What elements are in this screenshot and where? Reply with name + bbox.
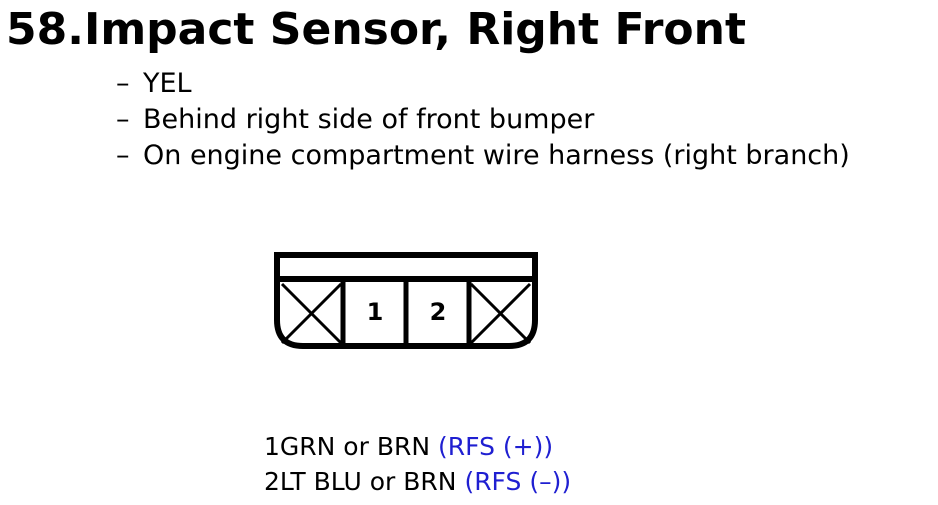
detail-item-harness: –On engine compartment wire harness (rig…: [116, 138, 850, 174]
connector-diagram: 1 2: [274, 252, 538, 349]
pin-number: 2: [264, 467, 280, 496]
detail-dash: –: [116, 104, 130, 135]
empty-cavity-left-cross: [280, 282, 343, 345]
detail-text: YEL: [143, 68, 192, 99]
component-details: –YEL –Behind right side of front bumper …: [116, 66, 850, 174]
detail-item-location: –Behind right side of front bumper: [116, 102, 850, 138]
pin-assignment-list: 1GRN or BRN (RFS (+)) 2LT BLU or BRN(RFS…: [264, 429, 571, 499]
detail-dash: –: [116, 68, 130, 99]
connector-body: [274, 276, 538, 349]
wire-color: LT BLU or BRN: [279, 467, 457, 496]
wire-color: GRN or BRN: [279, 432, 431, 461]
empty-cavity-right-cross: [469, 282, 532, 345]
detail-text: On engine compartment wire harness (righ…: [143, 140, 850, 171]
connector-tab: [274, 252, 538, 282]
detail-text: Behind right side of front bumper: [143, 104, 595, 135]
pin-label-1: 1: [367, 298, 384, 326]
detail-dash: –: [116, 140, 130, 171]
pin-number: 1: [264, 432, 280, 461]
detail-item-color: –YEL: [116, 66, 850, 102]
page-title: 58.Impact Sensor, Right Front: [6, 4, 746, 55]
pin-label-2: 2: [430, 298, 447, 326]
circuit-function: (RFS (+)): [438, 432, 554, 461]
pin-assignment-1: 1GRN or BRN (RFS (+)): [264, 429, 571, 464]
circuit-function: (RFS (–)): [464, 467, 572, 496]
pin-assignment-2: 2LT BLU or BRN(RFS (–)): [264, 464, 571, 499]
